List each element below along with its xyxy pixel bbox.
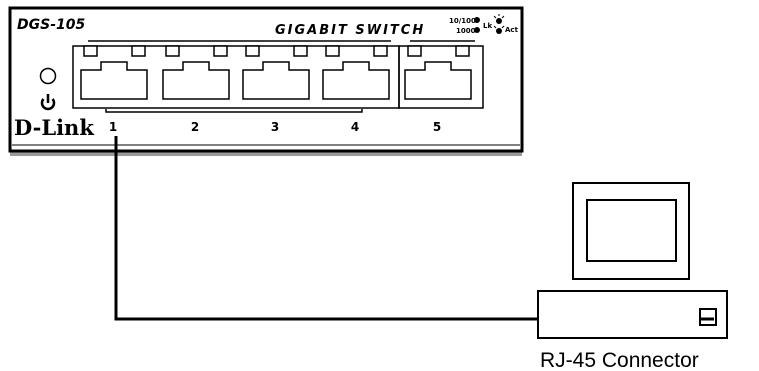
computer — [537, 182, 728, 339]
led-link-label: Lk — [483, 22, 492, 30]
port-number-label: 1 — [109, 120, 117, 134]
led-light-icon — [493, 14, 505, 34]
port-led — [131, 45, 146, 57]
led-speed-1000-label: 1000 — [456, 27, 476, 35]
port-led — [165, 45, 180, 57]
rj45-jack — [404, 61, 472, 100]
port-led — [407, 45, 422, 57]
rj45-jack — [242, 61, 310, 100]
port-led — [373, 45, 388, 57]
rj45-jack — [322, 61, 390, 100]
led-legend: 10/100 1000 Lk Act — [449, 14, 519, 35]
port-led — [455, 45, 470, 57]
port-number-label: 5 — [433, 120, 441, 134]
connector-caption: RJ-45 Connector — [540, 349, 699, 371]
ethernet-port-4: 4 — [322, 45, 390, 134]
led-act-label: Act — [505, 26, 519, 34]
port-led — [245, 45, 260, 57]
switch-title-label: GIGABIT SWITCH — [275, 23, 425, 38]
brand-logo: D-Link — [14, 115, 94, 140]
ethernet-cable — [114, 136, 714, 321]
led-indicator-dot — [474, 17, 480, 23]
rj45-port-icon — [699, 308, 717, 326]
led-indicator-dot — [474, 27, 480, 33]
ethernet-port-2: 2 — [162, 45, 230, 134]
ethernet-port-1: 1 — [80, 45, 148, 134]
port-led — [293, 45, 308, 57]
switch-model-label: DGS-105 — [17, 17, 85, 33]
power-icon — [40, 94, 56, 111]
ethernet-port-3: 3 — [242, 45, 310, 134]
rj45-jack — [80, 61, 148, 100]
port-block-5 — [398, 45, 484, 109]
led-speed-100-label: 10/100 — [449, 17, 476, 25]
port-led — [325, 45, 340, 57]
port-led — [213, 45, 228, 57]
port-led — [83, 45, 98, 57]
ethernet-ports: 1 2 3 4 5 — [80, 45, 472, 134]
monitor-icon — [572, 182, 690, 280]
port-number-label: 3 — [271, 120, 279, 134]
rj45-jack — [162, 61, 230, 100]
ethernet-port-5: 5 — [404, 45, 472, 134]
computer-base-unit — [537, 290, 728, 339]
switch-front-panel: DGS-105 GIGABIT SWITCH 10/100 1000 Lk Ac… — [8, 6, 524, 156]
port-number-label: 4 — [351, 120, 359, 134]
port-number-label: 2 — [191, 120, 199, 134]
power-led — [39, 67, 57, 85]
